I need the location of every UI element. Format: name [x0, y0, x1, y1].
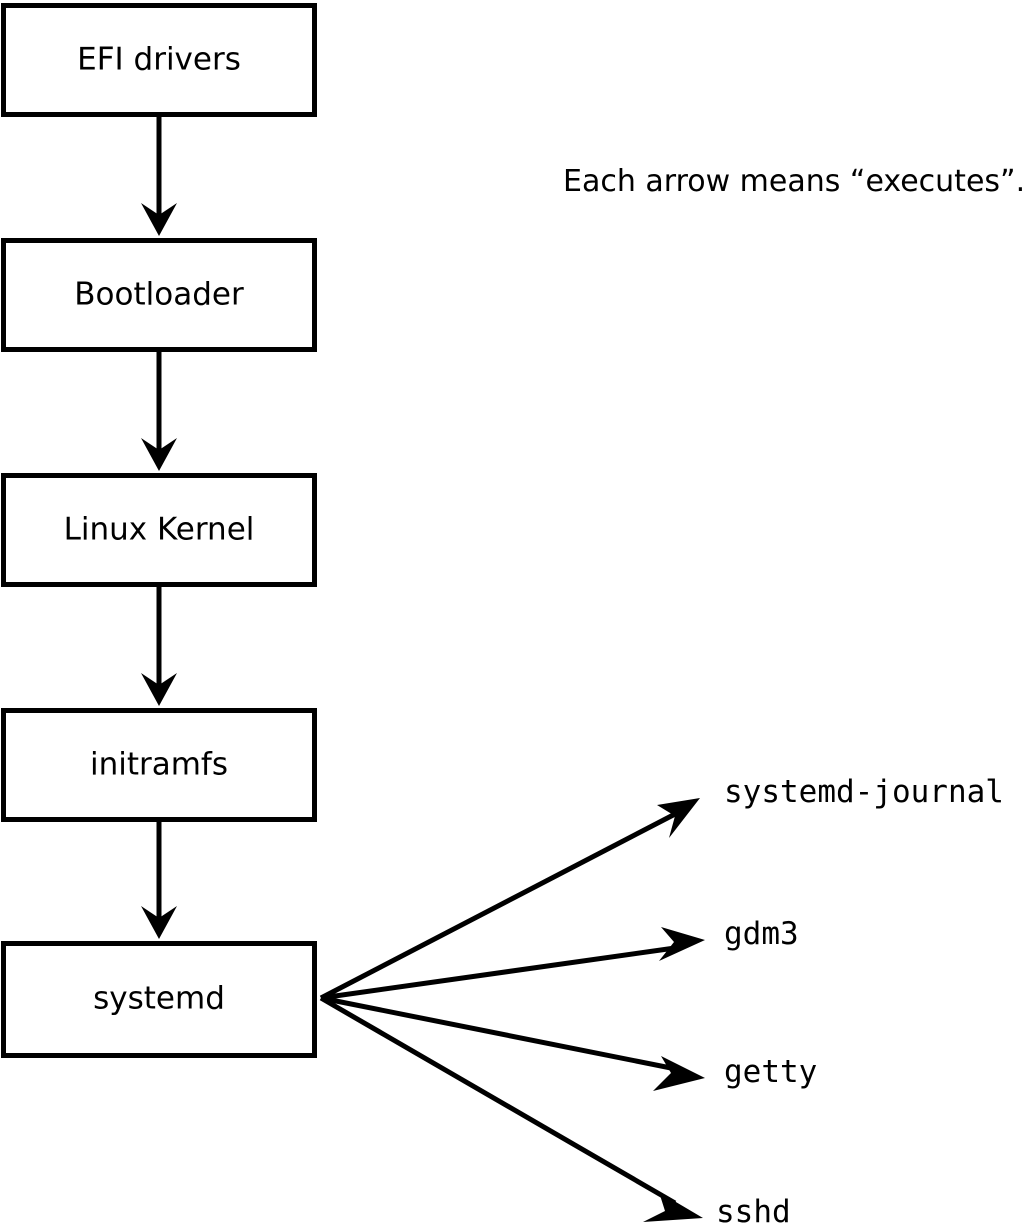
node-efi-drivers[interactable]: EFI drivers — [1, 3, 317, 117]
process-label-getty: getty — [724, 1054, 817, 1090]
process-label-sshd: sshd — [716, 1194, 791, 1230]
node-label-efi-drivers: EFI drivers — [77, 42, 241, 78]
process-label-systemd-journal: systemd-journal — [724, 774, 1004, 810]
chain-arrow-efi-to-bootloader — [141, 117, 177, 236]
spawn-arrow-getty — [320, 995, 705, 1091]
spawn-arrow-gdm3 — [320, 927, 705, 1001]
spawn-arrow-sshd — [319, 995, 703, 1222]
chain-arrow-kernel-to-initramfs — [141, 587, 177, 706]
node-label-systemd: systemd — [93, 981, 225, 1017]
spawn-arrow-systemd-journal — [319, 798, 700, 1001]
node-label-linux-kernel: Linux Kernel — [64, 512, 255, 548]
node-systemd[interactable]: systemd — [1, 941, 317, 1058]
chain-arrow-initramfs-to-systemd — [141, 822, 177, 939]
node-label-bootloader: Bootloader — [74, 277, 244, 313]
chain-arrow-bootloader-to-kernel — [141, 352, 177, 471]
node-label-initramfs: initramfs — [90, 747, 228, 783]
node-linux-kernel[interactable]: Linux Kernel — [1, 473, 317, 587]
node-bootloader[interactable]: Bootloader — [1, 238, 317, 352]
process-label-gdm3: gdm3 — [724, 916, 799, 952]
node-initramfs[interactable]: initramfs — [1, 708, 317, 822]
diagram-caption: Each arrow means “executes”. — [563, 164, 1023, 199]
